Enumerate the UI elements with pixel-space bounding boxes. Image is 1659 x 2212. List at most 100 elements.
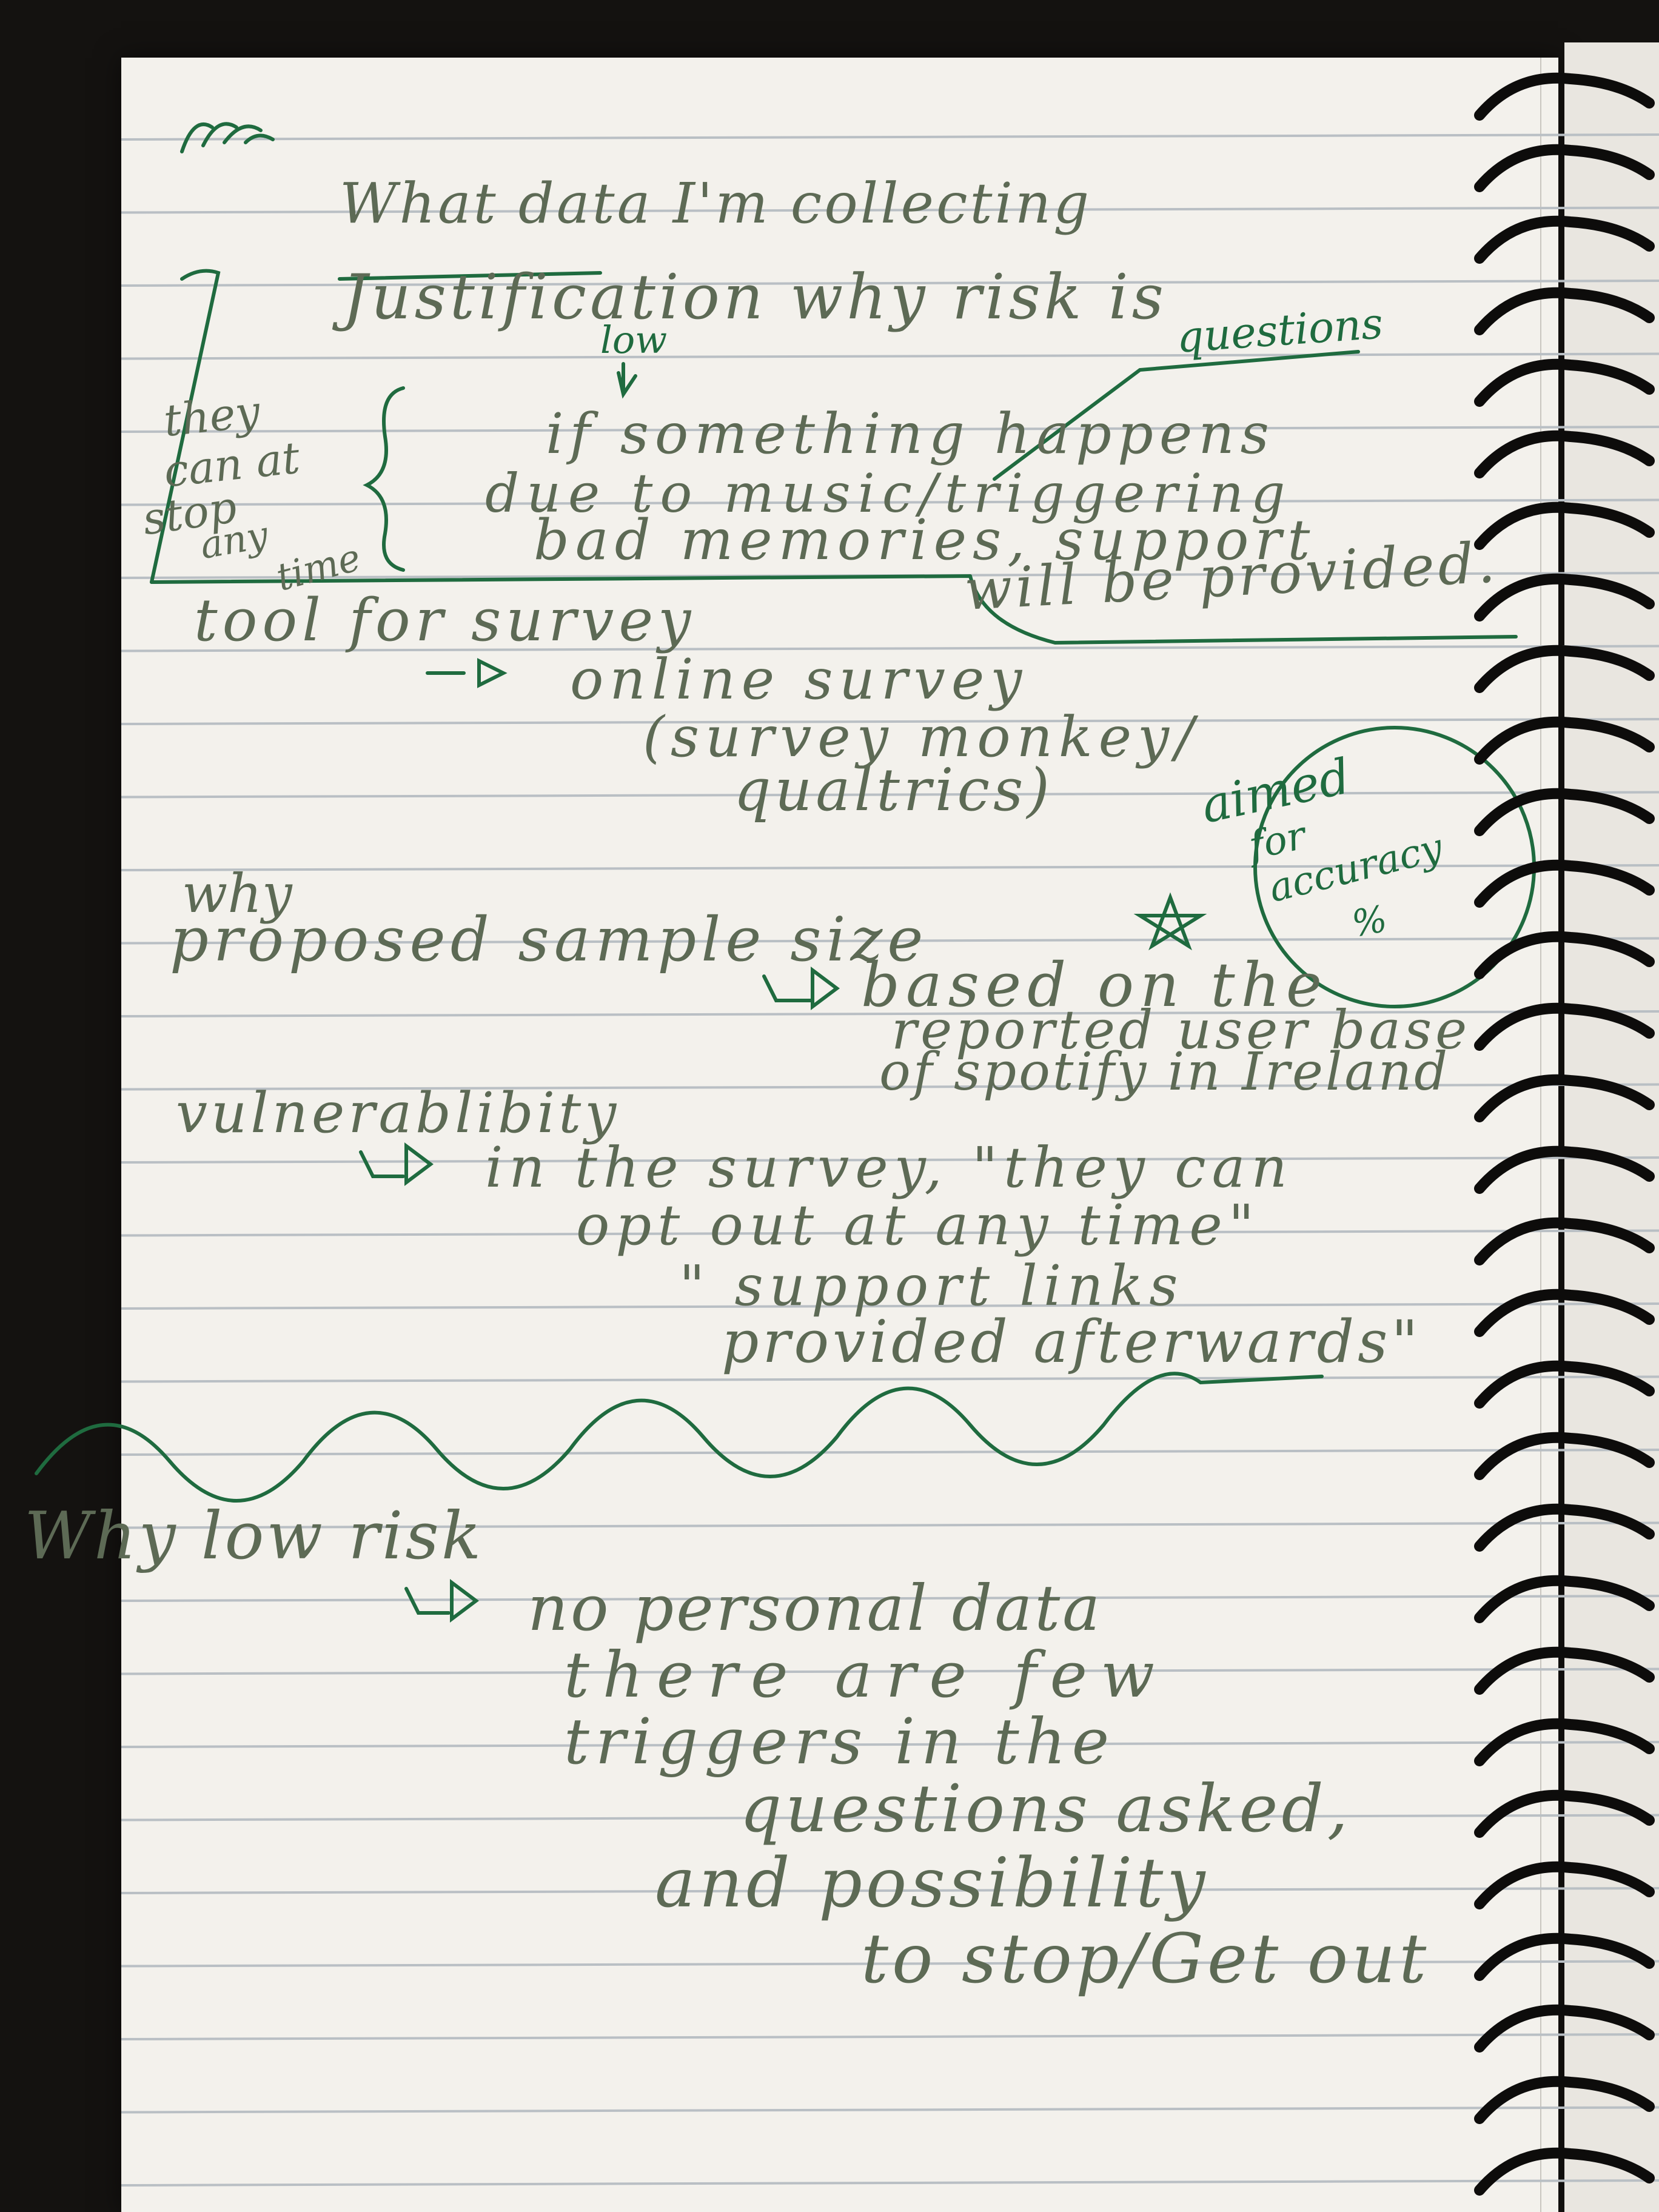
opt-out-text: opt out at any time" (576, 1193, 1261, 1258)
why-low-risk-heading: Why low risk (24, 1498, 484, 1574)
justification-text: Justification why risk is (343, 261, 1167, 333)
rule-line (121, 1449, 1659, 1456)
no-personal-text: no personal data (528, 1571, 1103, 1645)
arrow-icon-online (426, 658, 508, 688)
aimed-4: % (1349, 897, 1390, 946)
low-text: low (600, 318, 668, 362)
spiral-ring (1474, 501, 1655, 550)
questions-asked-text: questions asked, (740, 1771, 1352, 1847)
if-line: if something happens (546, 401, 1275, 466)
rule-line (121, 352, 1659, 360)
down-arrow-icon (617, 362, 637, 399)
spiral-ring (1474, 1503, 1655, 1552)
arrow-icon-based (762, 967, 840, 1010)
to-stop-text: to stop/Get out (861, 1920, 1430, 1999)
spiral-ring (1474, 430, 1655, 478)
spiral-ring (1474, 215, 1655, 264)
provided-afterwards-text: provided afterwards" (722, 1308, 1422, 1376)
next-page-edge (1564, 42, 1659, 2212)
spiral-ring (1474, 1217, 1655, 1265)
rule-line (121, 791, 1659, 799)
spiral-ring (1474, 1360, 1655, 1409)
spiral-ring (1474, 1145, 1655, 1194)
based-on-text: based on the (861, 950, 1329, 1021)
vulnerability-text: vulnerablibity (176, 1081, 620, 1145)
notebook-page (121, 58, 1558, 2212)
rule-line (121, 206, 1659, 214)
rule-line (121, 2033, 1659, 2040)
spotify-text: of spotify in Ireland (879, 1042, 1450, 1102)
spiral-ring (1474, 1432, 1655, 1480)
spiral-ring (1474, 1932, 1655, 1981)
side-note-1: they (161, 385, 263, 447)
tool-text: tool for survey (194, 586, 696, 654)
rule-line (121, 1229, 1659, 1237)
in-survey-text: in the survey, "they can (485, 1135, 1293, 1200)
spiral-ring (1474, 645, 1655, 693)
rule-line (121, 1521, 1659, 1529)
rule-line (121, 1083, 1659, 1091)
rule-line (121, 1595, 1659, 1602)
spiral-ring (1474, 931, 1655, 979)
spiral-ring (1474, 2076, 1655, 2124)
rule-line (121, 1887, 1659, 1894)
arrow-icon-survey (359, 1142, 434, 1186)
rule-line (121, 2179, 1659, 2187)
online-text: online survey (570, 647, 1028, 712)
spiral-ring (1474, 1718, 1655, 1766)
and-possibility-text: and possibility (655, 1844, 1209, 1923)
spiral-ring (1474, 859, 1655, 908)
spiral-binding (1474, 72, 1655, 2196)
spiral-ring (1474, 72, 1655, 121)
arrow-icon-lowrisk (404, 1579, 479, 1623)
spiral-ring (1474, 358, 1655, 407)
rule-line (121, 937, 1659, 945)
there-are-text: there are few (564, 1638, 1168, 1712)
rule-line (121, 718, 1659, 725)
spiral-ring (1474, 1002, 1655, 1051)
due-line: due to music/triggering (485, 462, 1293, 525)
spiral-ring (1474, 788, 1655, 836)
rule-line (121, 133, 1659, 141)
qualtrics-text: qualtrics) (734, 756, 1053, 824)
rule-line (121, 1010, 1659, 1017)
wavy-divider (35, 1372, 1324, 1503)
rule-line (121, 498, 1659, 506)
triggers-text: triggers in the (564, 1704, 1116, 1778)
side-note-4: any (196, 512, 272, 568)
rule-line (121, 1667, 1659, 1675)
bad-line: bad memories, support (534, 508, 1316, 572)
why-text: why (182, 862, 292, 925)
spiral-ring (1474, 1575, 1655, 1623)
spiral-ring (1474, 1289, 1655, 1337)
rule-line (121, 1960, 1659, 1968)
spiral-ring (1474, 2147, 1655, 2196)
rule-line (121, 280, 1659, 287)
rule-line (121, 1156, 1659, 1164)
doodle-icon (180, 122, 275, 153)
rule-line (121, 645, 1659, 652)
sample-size-text: proposed sample size (170, 904, 928, 975)
survey-monkey-text: (survey monkey/ (643, 705, 1201, 769)
perforation-line (1540, 58, 1541, 2212)
spiral-ring (1474, 287, 1655, 335)
bracket-mark (150, 269, 602, 584)
rule-line (121, 426, 1659, 433)
brace-mark (363, 386, 405, 572)
spiral-ring (1474, 2004, 1655, 2053)
rule-line (121, 864, 1659, 871)
questions-pointer (993, 350, 1360, 481)
rule-line (121, 2106, 1659, 2114)
aimed-2: for (1245, 813, 1310, 869)
spiral-ring (1474, 573, 1655, 622)
spiral-ring (1474, 1789, 1655, 1838)
rule-line (121, 1814, 1659, 1822)
spiral-ring (1474, 1646, 1655, 1695)
spiral-ring (1474, 1861, 1655, 1909)
rule-line (121, 1741, 1659, 1748)
spiral-ring (1474, 716, 1655, 765)
reported-text: reported user base (891, 999, 1471, 1061)
